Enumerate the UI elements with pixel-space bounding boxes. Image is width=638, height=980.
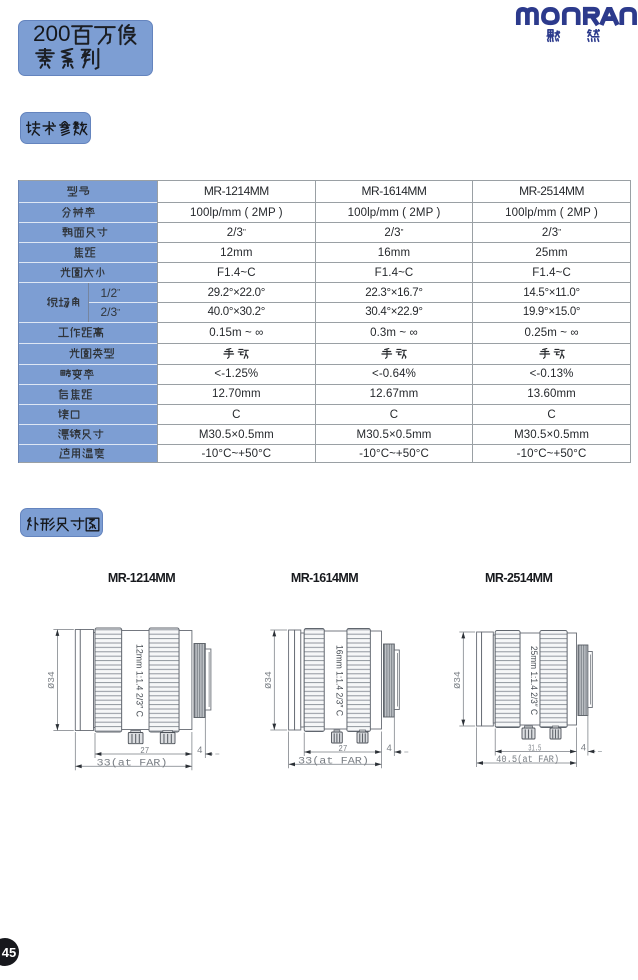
svg-text:Ø34: Ø34 bbox=[264, 671, 274, 689]
svg-text:31.5: 31.5 bbox=[528, 742, 541, 753]
svg-text:12mm 1:1.4 2/3″ C: 12mm 1:1.4 2/3″ C bbox=[134, 644, 144, 717]
svg-text:Ø34: Ø34 bbox=[47, 671, 57, 689]
svg-text:27: 27 bbox=[338, 743, 347, 754]
svg-text:4: 4 bbox=[197, 745, 202, 756]
svg-text:40.5(at FAR): 40.5(at FAR) bbox=[496, 754, 559, 766]
svg-text:33(at FAR): 33(at FAR) bbox=[97, 757, 168, 769]
svg-text:33(at FAR): 33(at FAR) bbox=[298, 755, 369, 767]
svg-text:Ø34: Ø34 bbox=[453, 671, 463, 689]
svg-text:25mm 1:1.4 2/3″ C: 25mm 1:1.4 2/3″ C bbox=[529, 646, 539, 715]
svg-text:16mm 1:1.4 2/3″ C: 16mm 1:1.4 2/3″ C bbox=[335, 645, 345, 716]
svg-text:27: 27 bbox=[140, 745, 149, 756]
svg-text:4: 4 bbox=[581, 742, 586, 753]
svg-text:4: 4 bbox=[386, 743, 391, 754]
